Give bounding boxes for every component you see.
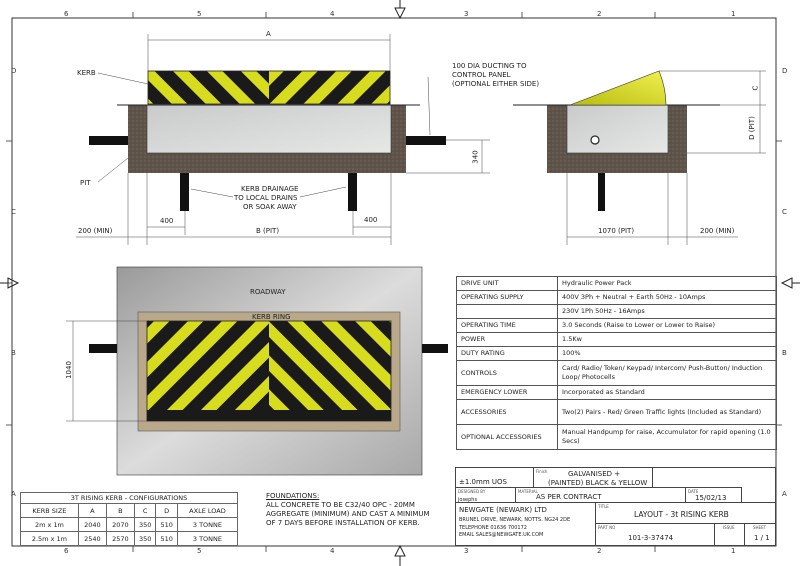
table-row: 2m x 1m 2040 2070 350 510 3 TONNE <box>20 517 239 532</box>
dim-c-label: C <box>751 85 760 91</box>
title-cell: TITLE LAYOUT - 3t RISING KERB <box>595 502 776 524</box>
foundations-line-1: ALL CONCRETE TO BE C32/40 OPC - 20MM <box>266 501 415 509</box>
foundations-line-2: AGGREGATE (MINIMUM) AND CAST A MINIMUM <box>266 510 430 518</box>
row-label-left-c: C <box>11 208 16 216</box>
dim-a-label: A <box>266 30 271 38</box>
row-label-right-d: D <box>782 67 788 75</box>
col-label-bottom-2: 2 <box>597 547 602 555</box>
col-label-bottom-1: 1 <box>731 547 736 555</box>
col-label-top-2: 2 <box>597 10 602 18</box>
part-no-cell: PART No 101-3-37474 <box>595 523 715 546</box>
col-label-bottom-3: 3 <box>464 547 469 555</box>
row-label-right-a: A <box>782 490 787 498</box>
dim-400-left-label: 400 <box>160 217 174 225</box>
drainage-note-3: OR SOAK AWAY <box>243 203 297 211</box>
foundations-heading: FOUNDATIONS: <box>266 492 320 500</box>
table-row: 230V 1Ph 50Hz - 16Amps <box>456 304 777 319</box>
col-label-top-5: 5 <box>197 10 202 18</box>
issue-cell: ISSUE <box>714 523 745 546</box>
dim-200-min-left-label: 200 (MIN) <box>78 227 113 235</box>
col-label-top-1: 1 <box>731 10 736 18</box>
col-label-bottom-6: 6 <box>64 547 69 555</box>
ducting-note-2: CONTROL PANEL <box>452 71 511 79</box>
designed-by-cell: DESIGNED BY josephs <box>455 487 516 503</box>
material-cell: MATERIAL AS PER CONTRACT <box>515 487 686 503</box>
row-label-right-b: B <box>782 349 787 357</box>
row-label-right-c: C <box>782 208 787 216</box>
roadway-label: ROADWAY <box>250 288 286 296</box>
row-label-left-d: D <box>11 67 17 75</box>
col-label-bottom-4: 4 <box>330 547 335 555</box>
date-cell: DATE 15/02/13 <box>685 487 742 503</box>
drainage-note-1: KERB DRAINAGE <box>241 185 299 193</box>
kerb-label: KERB <box>77 69 96 77</box>
row-label-left-a: A <box>11 490 16 498</box>
foundations-line-3: OF 7 DAYS BEFORE INSTALLATION OF KERB. <box>266 519 420 527</box>
ducting-note-1: 100 DIA DUCTING TO <box>452 62 527 70</box>
dim-b-pit-label: B (PIT) <box>256 227 280 235</box>
drainage-note-2: TO LOCAL DRAINS <box>234 194 298 202</box>
col-label-top-3: 3 <box>464 10 469 18</box>
sheet-cell: SHEET 1 / 1 <box>744 523 776 546</box>
dim-200-min-right-label: 200 (MIN) <box>700 227 735 235</box>
col-label-bottom-5: 5 <box>197 547 202 555</box>
dim-1070-pit-label: 1070 (PIT) <box>598 227 635 235</box>
company-cell: NEWGATE (NEWARK) LTD BRUNEL DRIVE, NEWAR… <box>455 502 596 546</box>
col-label-top-4: 4 <box>330 10 335 18</box>
pit-label: PIT <box>80 179 91 187</box>
tolerance-cell: ±1.0mm UOS <box>455 467 534 488</box>
dim-340-label: 340 <box>471 150 480 164</box>
config-table-title: 3T RISING KERB - CONFIGURATIONS <box>20 492 238 504</box>
drawing-title: LAYOUT - 3t RISING KERB <box>634 510 729 519</box>
table-row: 2.5m x 1m 2540 2570 350 510 3 TONNE <box>20 531 239 546</box>
row-label-left-b: B <box>11 349 16 357</box>
col-label-top-6: 6 <box>64 10 69 18</box>
dim-1040-label: 1040 <box>64 361 73 379</box>
kerb-ring-label: KERB RING <box>252 313 291 321</box>
table-header-row: KERB SIZE A B C D AXLE LOAD <box>20 503 239 518</box>
dim-400-right-label: 400 <box>364 216 378 224</box>
finish-cell: Finish GALVANISED + (PAINTED) BLACK & YE… <box>533 467 653 488</box>
dim-d-pit-label: D (PIT) <box>747 116 756 140</box>
config-table: 3T RISING KERB - CONFIGURATIONS KERB SIZ… <box>20 492 239 546</box>
ducting-note-3: (OPTIONAL EITHER SIDE) <box>452 80 540 88</box>
